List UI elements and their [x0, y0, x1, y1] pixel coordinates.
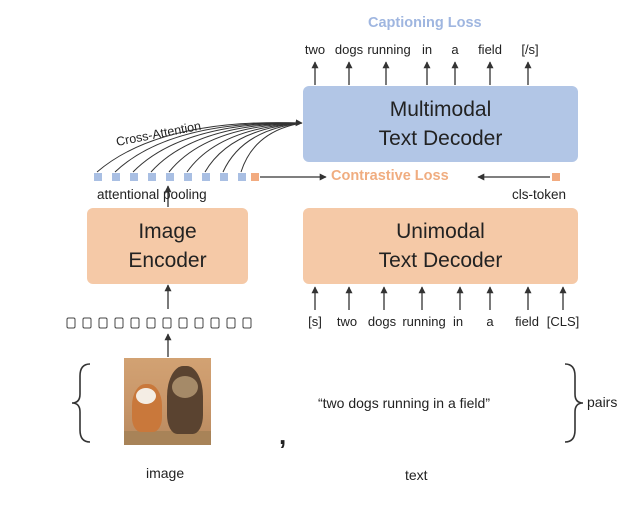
terrier-face	[172, 376, 198, 398]
pairs-label: pairs	[587, 394, 618, 410]
text-cls-token	[552, 173, 560, 181]
image-patch	[66, 317, 76, 329]
cross-attention-curve	[222, 122, 303, 173]
pooled-token	[94, 173, 102, 181]
input-token: [CLS]	[546, 314, 580, 329]
image-encoder: Image Encoder	[87, 208, 248, 284]
captioning-loss-label: Captioning Loss	[368, 15, 482, 31]
output-token: two	[304, 42, 326, 57]
image-patch	[194, 317, 204, 329]
cross-attention-curve	[150, 122, 303, 173]
pair-comma: ,	[279, 420, 287, 450]
pooled-image-cls-token	[251, 173, 259, 181]
pooled-token	[238, 173, 246, 181]
attentional-pooling-tokens	[94, 173, 560, 181]
pooled-token	[148, 173, 156, 181]
input-token: dogs	[367, 314, 397, 329]
image-patch	[178, 317, 188, 329]
input-token: running	[402, 314, 446, 329]
input-token-arrows	[311, 286, 567, 310]
input-token: field	[515, 314, 539, 329]
left-curly-brace	[71, 363, 91, 443]
image-encoder-title-line1: Image	[138, 220, 197, 243]
cross-attention-arrows	[96, 119, 303, 173]
input-token: in	[452, 314, 464, 329]
input-token: two	[336, 314, 358, 329]
image-patch	[82, 317, 92, 329]
image-patch-tokens	[66, 317, 252, 329]
photo-ground	[124, 431, 211, 445]
output-token: in	[421, 42, 433, 57]
cross-attention-curve	[240, 122, 303, 173]
output-token-arrows	[311, 61, 532, 85]
cross-attention-curve	[168, 122, 303, 173]
output-token: field	[478, 42, 502, 57]
cls-token-label: cls-token	[512, 187, 567, 202]
pooled-token	[166, 173, 174, 181]
image-patch	[162, 317, 172, 329]
cross-attention-curve	[132, 122, 303, 173]
input-token: a	[486, 314, 494, 329]
multimodal-text-decoder: Multimodal Text Decoder	[303, 86, 578, 162]
output-token: running	[367, 42, 411, 57]
cross-attention-curve	[114, 122, 303, 173]
multimodal-title-line1: Multimodal	[389, 98, 492, 121]
pooled-token	[202, 173, 210, 181]
caption-text: “two dogs running in a field”	[318, 395, 490, 411]
image-patch	[226, 317, 236, 329]
image-patch	[130, 317, 140, 329]
pooled-token	[112, 173, 120, 181]
cross-attention-curve	[186, 122, 303, 173]
pooled-token	[130, 173, 138, 181]
image-patch	[114, 317, 124, 329]
image-encoder-title-line2: Encoder	[128, 249, 207, 272]
image-caption-label: image	[146, 465, 185, 481]
pooled-token	[184, 173, 192, 181]
unimodal-text-decoder: Unimodal Text Decoder	[303, 208, 578, 284]
contrastive-loss-label: Contrastive Loss	[331, 168, 449, 184]
image-patch	[146, 317, 156, 329]
image-patch	[210, 317, 220, 329]
image-patch	[98, 317, 108, 329]
unimodal-title-line2: Text Decoder	[378, 249, 503, 272]
unimodal-title-line1: Unimodal	[396, 220, 485, 243]
dogs-photo	[124, 358, 211, 445]
corgi-face	[136, 388, 156, 404]
text-caption-label: text	[405, 467, 428, 483]
attentional-pooling-label: attentional pooling	[97, 187, 207, 202]
output-token: dogs	[334, 42, 364, 57]
image-patch	[242, 317, 252, 329]
pooled-token	[220, 173, 228, 181]
output-token: a	[451, 42, 459, 57]
multimodal-title-line2: Text Decoder	[378, 127, 503, 150]
input-token: [s]	[308, 314, 322, 329]
output-token: [/s]	[521, 42, 539, 57]
right-curly-brace	[564, 363, 584, 443]
cross-attention-curve	[204, 122, 303, 173]
